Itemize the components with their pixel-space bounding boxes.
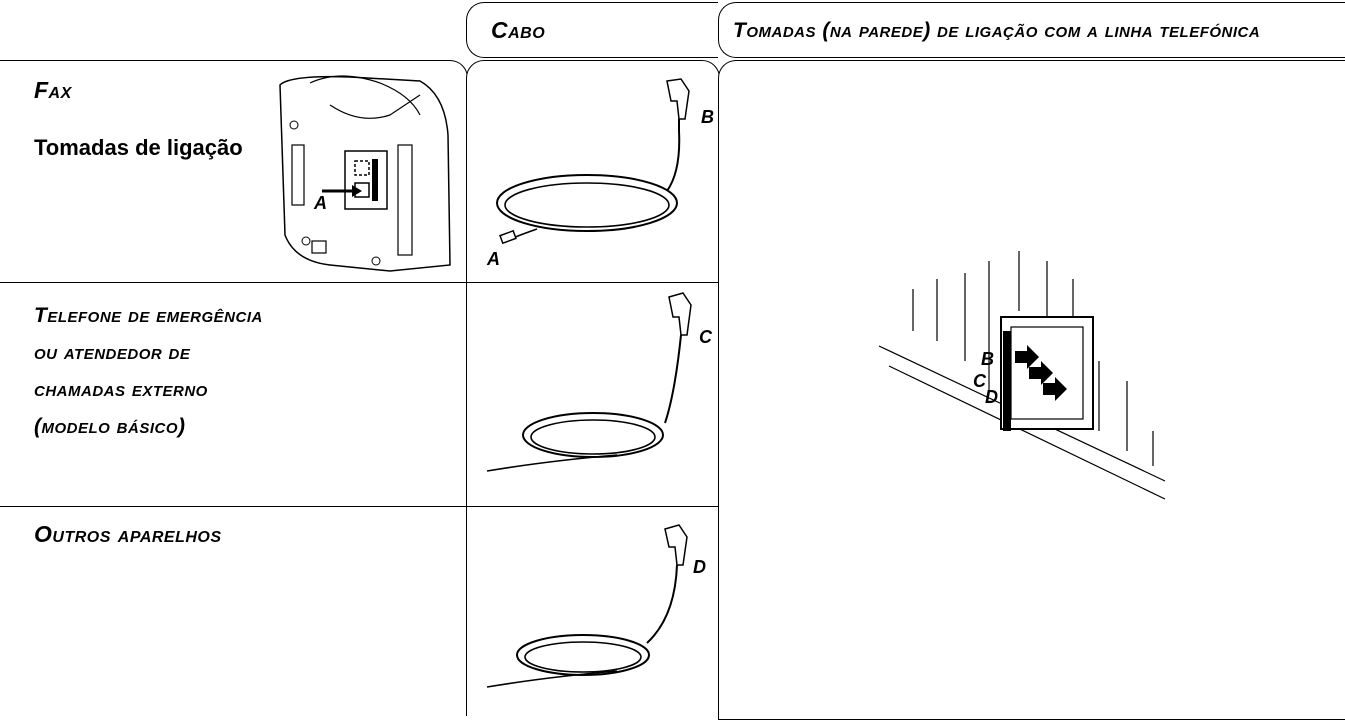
cable-outros-cell: D [466, 506, 720, 716]
row-fax-subtitle: Tomadas de ligação [34, 135, 243, 160]
row-emergencia-device-cell: Telefone de emergência ou atendedor de c… [0, 282, 468, 508]
column-header-cabo-label: Cabo [491, 17, 546, 43]
row-emergencia-line1: Telefone de emergência [34, 304, 263, 327]
row-emergencia-line3: chamadas externo [34, 378, 208, 401]
wall-socket-d-label: D [985, 387, 998, 407]
cable-fax-illustration: B A [486, 78, 714, 269]
wall-sockets-illustration: B C D [878, 251, 1166, 500]
row-fax-title: Fax [34, 77, 72, 103]
cable-emergencia-plug-label: C [699, 327, 713, 347]
row-emergencia-line4: (modelo básico) [34, 415, 186, 438]
row-fax-device-cell: Fax Tomadas de ligação A [0, 60, 468, 284]
row-outros-title: Outros aparelhos [34, 521, 222, 547]
wall-socket-b-label: B [981, 349, 994, 369]
fax-back-illustration: A [279, 75, 451, 272]
cable-emergencia-cell: C [466, 282, 720, 508]
row-outros-device-cell: Outros aparelhos [0, 506, 468, 716]
fax-callout-a-label: A [313, 193, 327, 213]
row-emergencia-title: Telefone de emergência ou atendedor de c… [34, 297, 263, 445]
column-header-cabo: Cabo [466, 2, 718, 58]
cable-emergencia-illustration: C [486, 292, 713, 472]
wall-socket-c-label: C [973, 371, 987, 391]
cable-fax-plug-label: B [701, 107, 714, 127]
column-header-tomadas-label: Tomadas (na parede) de ligação com a lin… [733, 19, 1261, 42]
wall-sockets-cell: B C D [718, 60, 1345, 720]
cable-outros-illustration: D [486, 524, 706, 688]
column-header-tomadas: Tomadas (na parede) de ligação com a lin… [718, 2, 1345, 58]
cable-fax-end-label: A [486, 249, 500, 269]
cable-outros-plug-label: D [693, 557, 706, 577]
cable-fax-cell: B A [466, 60, 720, 284]
row-emergencia-line2: ou atendedor de [34, 341, 191, 364]
